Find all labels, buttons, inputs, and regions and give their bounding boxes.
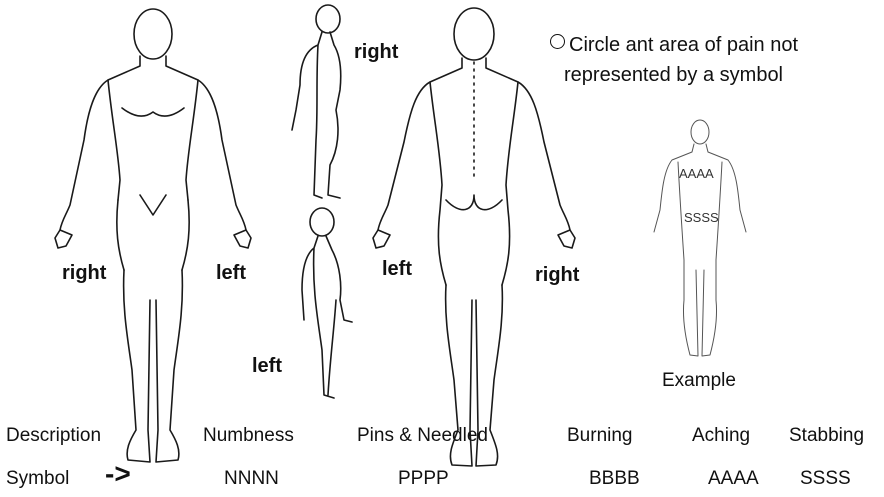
description-label: Description bbox=[6, 425, 101, 447]
legend-desc-numbness: Numbness bbox=[203, 425, 294, 447]
symbol-label: Symbol bbox=[6, 468, 69, 490]
legend-symbol-stabbing: SSSS bbox=[800, 468, 851, 490]
legend-desc-stabbing: Stabbing bbox=[789, 425, 864, 447]
side-bottom-label: left bbox=[252, 355, 282, 378]
front-left-label: left bbox=[216, 262, 246, 285]
instruction-line-2: represented by a symbol bbox=[550, 60, 880, 90]
example-mark-abdomen: SSSS bbox=[684, 210, 719, 225]
front-right-label: right bbox=[62, 262, 106, 285]
legend-symbol-numbness: NNNN bbox=[224, 468, 279, 490]
back-right-label: right bbox=[535, 264, 579, 287]
legend-desc-aching: Aching bbox=[692, 425, 750, 447]
instructions: Circle ant area of pain not represented … bbox=[550, 30, 880, 90]
legend-symbol-burning: BBBB bbox=[589, 468, 640, 490]
circle-icon bbox=[550, 34, 565, 49]
legend-desc-pins-needled: Pins & Needled bbox=[357, 425, 488, 447]
example-mark-chest: AAAA bbox=[679, 166, 714, 181]
instruction-line-1: Circle ant area of pain not bbox=[550, 30, 880, 60]
example-head bbox=[691, 120, 709, 144]
example-caption: Example bbox=[662, 370, 736, 392]
legend-symbol-pins-needled: PPPP bbox=[398, 468, 449, 490]
legend-desc-burning: Burning bbox=[567, 425, 633, 447]
legend-symbol-aching: AAAA bbox=[708, 468, 759, 490]
back-left-label: left bbox=[382, 258, 412, 281]
arrow-icon: -> bbox=[105, 458, 131, 490]
side-top-label: right bbox=[354, 41, 398, 64]
